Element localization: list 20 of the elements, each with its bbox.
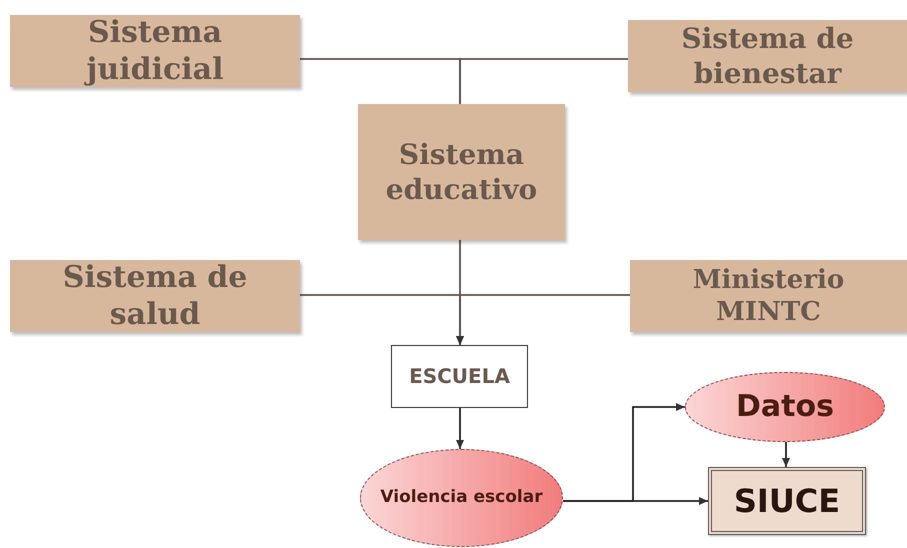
node-label: Ministerio MINTC xyxy=(692,264,846,328)
arrow xyxy=(456,294,630,345)
node-label: Sistema educativo xyxy=(384,137,538,207)
system-box xyxy=(358,104,565,240)
arrow xyxy=(563,497,708,505)
node-label: Datos xyxy=(735,388,835,426)
arrow xyxy=(782,442,790,467)
process-box xyxy=(391,345,528,408)
node-label: Violencia escolar xyxy=(379,487,544,509)
node-label: Sistema juidicial xyxy=(10,14,300,88)
system-box xyxy=(628,20,907,92)
system-box xyxy=(10,260,300,332)
node-label: Sistema de bienestar xyxy=(680,21,855,91)
double-border-box xyxy=(708,467,866,535)
node-label: ESCUELA xyxy=(408,364,511,389)
connector-line xyxy=(459,58,628,104)
arrow xyxy=(456,408,464,449)
node-label: SIUCE xyxy=(732,481,842,521)
node-label: Sistema de salud xyxy=(62,258,248,334)
system-box xyxy=(630,260,907,332)
